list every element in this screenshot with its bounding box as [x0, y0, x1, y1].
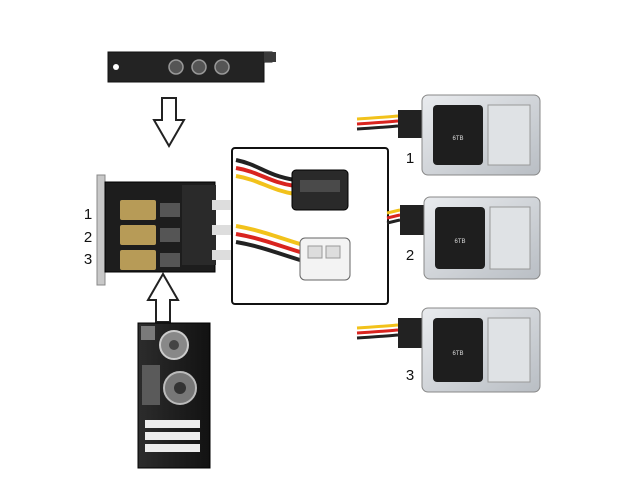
bracket-hole-1 — [168, 59, 184, 75]
sata-expansion-card: 1 2 3 — [84, 174, 246, 286]
pc-tower — [137, 322, 211, 469]
psu-switch — [141, 326, 155, 340]
drive-2-label — [435, 207, 485, 269]
bracket-screw-hole — [113, 64, 119, 70]
card-port-label-3: 3 — [84, 251, 92, 268]
drive-label-3: 3 — [406, 367, 414, 384]
expansion-slot-1 — [145, 420, 200, 428]
bracket-hole-3 — [214, 59, 230, 75]
io-panel — [142, 365, 160, 405]
card-port-label-1: 1 — [84, 206, 92, 223]
card-bracket — [96, 174, 106, 286]
molex-connector-icon — [299, 237, 351, 281]
hard-drive-2: 6TB 2 — [386, 196, 541, 280]
port-1 — [120, 200, 156, 220]
drive-1-capacity: 6TB — [452, 136, 463, 142]
expansion-slot-3 — [145, 444, 200, 452]
drive-1-connector — [398, 110, 422, 138]
drive-2-capacity: 6TB — [454, 239, 465, 245]
cable-detail-box — [231, 147, 389, 305]
expansion-slot-2 — [145, 432, 200, 440]
port-2 — [120, 225, 156, 245]
port-3 — [120, 250, 156, 270]
hard-drive-3: 6TB 3 — [356, 307, 541, 393]
pci-bracket — [107, 51, 276, 83]
drive-3-capacity: 6TB — [452, 351, 463, 357]
drive-2-connector — [400, 205, 424, 235]
down-arrow-icon — [152, 97, 186, 149]
drive-3-connector — [398, 318, 422, 348]
bracket-hole-2 — [191, 59, 207, 75]
card-port-label-2: 2 — [84, 229, 92, 246]
drive-label-2: 2 — [406, 247, 414, 264]
sata-connector-icon — [291, 169, 349, 211]
hard-drive-1: 6TB 1 — [356, 94, 541, 176]
up-arrow-icon — [146, 271, 180, 323]
drive-3-label — [433, 318, 483, 382]
drive-label-1: 1 — [406, 150, 414, 167]
drive-1-label — [433, 105, 483, 165]
